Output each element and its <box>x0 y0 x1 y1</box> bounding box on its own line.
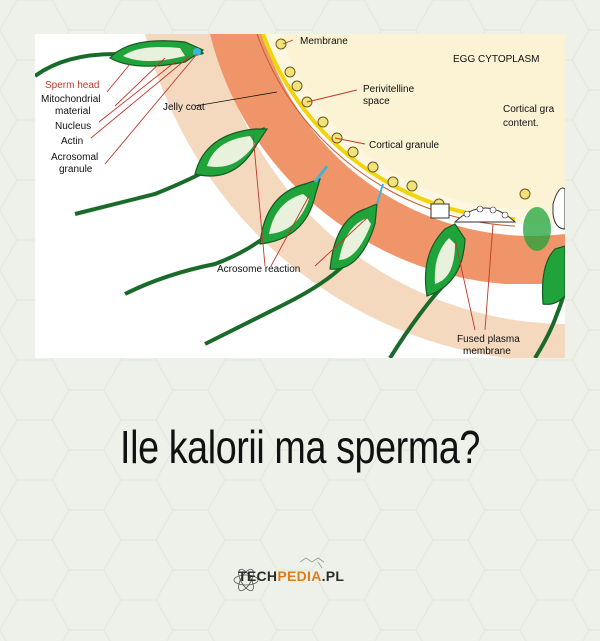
site-logo[interactable]: TECHPEDIA.PL <box>230 552 370 602</box>
label-acrosomal-2: granule <box>59 164 93 175</box>
fertilization-diagram: Membrane EGG CYTOPLASM Perivitelline spa… <box>35 34 565 358</box>
label-membrane: Membrane <box>300 36 348 47</box>
label-nucleus: Nucleus <box>55 121 91 132</box>
label-acrosome-reaction: Acrosome reaction <box>217 264 300 275</box>
fusing-sperm-blob <box>523 207 551 251</box>
label-mitochondrial-1: Mitochondrial <box>41 94 100 105</box>
label-cortical-granule: Cortical granule <box>369 140 439 151</box>
label-sperm-head: Sperm head <box>45 80 99 91</box>
diagram-svg: Membrane EGG CYTOPLASM Perivitelline spa… <box>35 34 565 358</box>
label-cortical-content-2: content. <box>503 118 539 129</box>
logo-text: TECHPEDIA.PL <box>238 568 344 584</box>
label-actin: Actin <box>61 136 83 147</box>
label-acrosomal-1: Acrosomal <box>51 152 98 163</box>
label-fused-2: membrane <box>463 346 511 357</box>
label-jelly-coat: Jelly coat <box>163 102 205 113</box>
label-perivitelline-1: Perivitelline <box>363 84 415 95</box>
label-egg-cytoplasm: EGG CYTOPLASM <box>453 54 540 65</box>
label-perivitelline-2: space <box>363 96 390 107</box>
label-mitochondrial-2: material <box>55 106 91 117</box>
page-title: Ile kalorii ma sperma? <box>54 420 546 474</box>
label-cortical-content-1: Cortical gra <box>503 104 555 115</box>
label-fused-1: Fused plasma <box>457 334 520 345</box>
